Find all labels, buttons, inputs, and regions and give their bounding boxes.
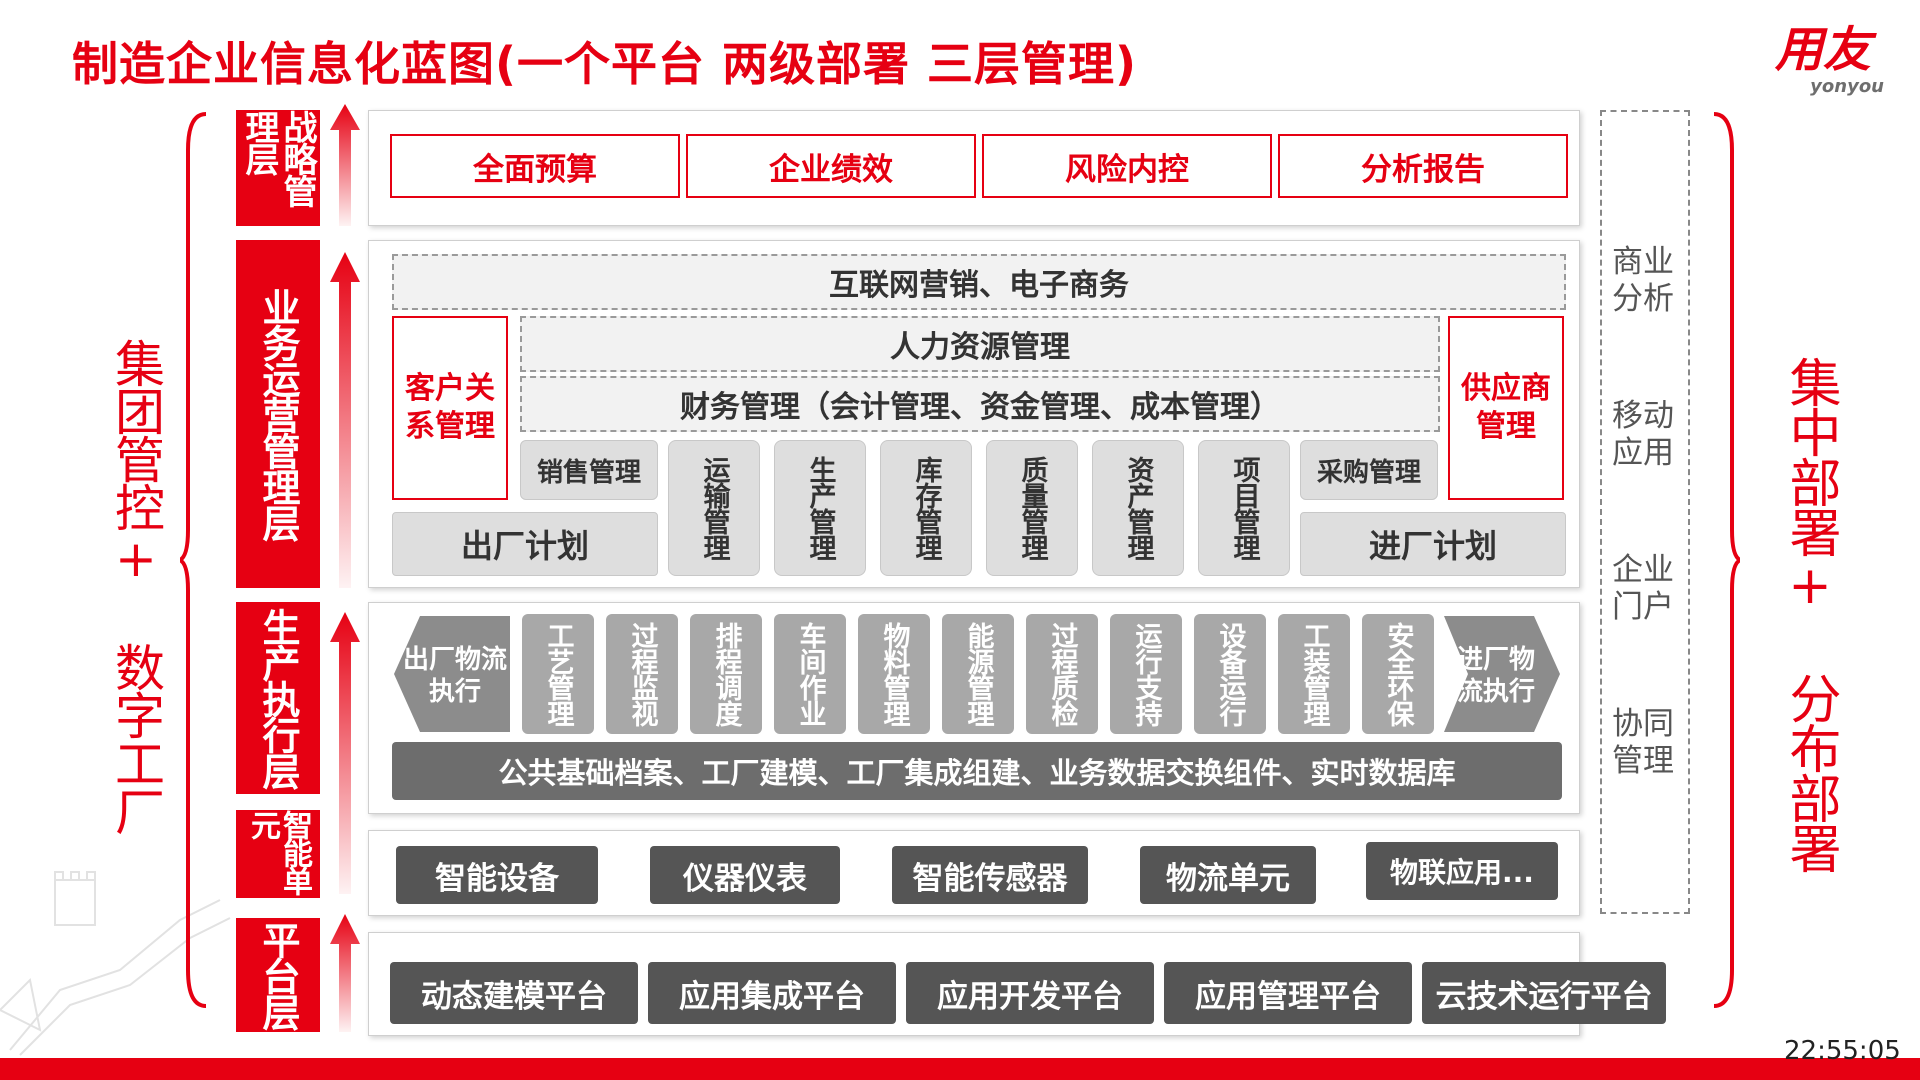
srm-box[interactable]: 供应商管理 (1448, 316, 1564, 500)
platform-modeling-box[interactable]: 动态建模平台 (390, 962, 638, 1024)
finance-box[interactable]: 财务管理（会计管理、资金管理、成本管理） (520, 376, 1440, 432)
right-item-analytics[interactable]: 商业分析 (1600, 244, 1686, 318)
right-item-portal-text: 企业门户 (1612, 552, 1674, 625)
prod-module-support[interactable]: 运行支持 (1110, 614, 1182, 734)
module-projects[interactable]: 项目管理 (1198, 440, 1290, 576)
platform-management-box[interactable]: 应用管理平台 (1164, 962, 1412, 1024)
bottom-red-bar (0, 1058, 1920, 1080)
outbound-plan-box[interactable]: 出厂计划 (392, 512, 658, 576)
right-item-collab[interactable]: 协同管理 (1600, 706, 1686, 780)
right-item-collab-text: 协同管理 (1612, 706, 1674, 779)
right-brace (1713, 112, 1740, 1008)
right-item-mobile[interactable]: 移动应用 (1600, 398, 1686, 472)
left-label: 集团管控+ 数字工厂 (107, 338, 165, 834)
layer-tab-smart: 智能单元 (236, 810, 320, 898)
right-item-mobile-text: 移动应用 (1612, 398, 1674, 471)
prod-module-equipment[interactable]: 设备运行 (1194, 614, 1266, 734)
prod-module-scheduling[interactable]: 排程调度 (690, 614, 762, 734)
platform-integration-box[interactable]: 应用集成平台 (648, 962, 896, 1024)
strategy-box-performance[interactable]: 企业绩效 (686, 134, 976, 198)
production-base-bar[interactable]: 公共基础档案、工厂建模、工厂集成组建、业务数据交换组件、实时数据库 (392, 742, 1562, 800)
prod-module-safety[interactable]: 安全环保 (1362, 614, 1434, 734)
strategy-box-report[interactable]: 分析报告 (1278, 134, 1568, 198)
prod-module-inspection[interactable]: 过程质检 (1026, 614, 1098, 734)
left-brace (180, 112, 207, 1008)
strategy-box-risk[interactable]: 风险内控 (982, 134, 1272, 198)
logo-en-text: yonyou (1810, 76, 1884, 97)
smart-sensor-box[interactable]: 智能传感器 (892, 846, 1088, 904)
layer-tab-production: 生产执行层 (236, 602, 320, 794)
prod-module-tooling[interactable]: 工装管理 (1278, 614, 1350, 734)
prod-module-workshop[interactable]: 车间作业 (774, 614, 846, 734)
strategy-box-budget[interactable]: 全面预算 (390, 134, 680, 198)
yonyou-logo: 用友 yonyou (1758, 22, 1888, 102)
prod-module-energy[interactable]: 能源管理 (942, 614, 1014, 734)
arrow-business (330, 252, 360, 588)
sales-box[interactable]: 销售管理 (520, 440, 658, 500)
outbound-arrow-shape (394, 616, 510, 732)
arrow-production (330, 612, 360, 894)
arrow-platform (330, 914, 360, 1032)
prod-module-monitor[interactable]: 过程监视 (606, 614, 678, 734)
module-assets[interactable]: 资产管理 (1092, 440, 1184, 576)
module-production[interactable]: 生产管理 (774, 440, 866, 576)
smart-device-box[interactable]: 智能设备 (396, 846, 598, 904)
layer-tab-platform: 平台层 (236, 918, 320, 1032)
arrow-strategy (330, 104, 360, 226)
module-quality[interactable]: 质量管理 (986, 440, 1078, 576)
page-title: 制造企业信息化蓝图(一个平台 两级部署 三层管理) (72, 37, 1138, 91)
inbound-plan-box[interactable]: 进厂计划 (1300, 512, 1566, 576)
logistics-unit-box[interactable]: 物流单元 (1140, 846, 1316, 904)
clock-readout: 22:55:05 (1784, 1036, 1901, 1066)
module-transport[interactable]: 运输管理 (668, 440, 760, 576)
hr-box[interactable]: 人力资源管理 (520, 316, 1440, 372)
purchase-box[interactable]: 采购管理 (1300, 440, 1438, 500)
crm-box[interactable]: 客户关系管理 (392, 316, 508, 500)
right-service-column (1600, 110, 1690, 914)
right-item-portal[interactable]: 企业门户 (1600, 552, 1686, 626)
module-inventory[interactable]: 库存管理 (880, 440, 972, 576)
outbound-logistics-label[interactable]: 出厂物流执行 (402, 645, 507, 707)
great-wall-decoration (0, 871, 231, 1056)
platform-cloud-box[interactable]: 云技术运行平台 (1422, 962, 1666, 1024)
prod-module-material[interactable]: 物料管理 (858, 614, 930, 734)
ecommerce-box[interactable]: 互联网营销、电子商务 (392, 254, 1566, 310)
layer-tab-business: 业务运营管理层 (236, 240, 320, 588)
platform-development-box[interactable]: 应用开发平台 (906, 962, 1154, 1024)
inbound-arrow-shape (1444, 616, 1560, 732)
logo-cn-text: 用友 (1774, 22, 1871, 78)
inbound-logistics-label[interactable]: 进厂物流执行 (1456, 645, 1535, 707)
prod-module-process[interactable]: 工艺管理 (522, 614, 594, 734)
iot-app-box[interactable]: 物联应用... (1366, 842, 1558, 900)
right-label: 集中部署+ 分布部署 (1780, 356, 1840, 872)
layer-tab-strategy: 战略管理层 (236, 110, 320, 226)
instrument-box[interactable]: 仪器仪表 (650, 846, 840, 904)
right-item-analytics-text: 商业分析 (1612, 244, 1674, 317)
